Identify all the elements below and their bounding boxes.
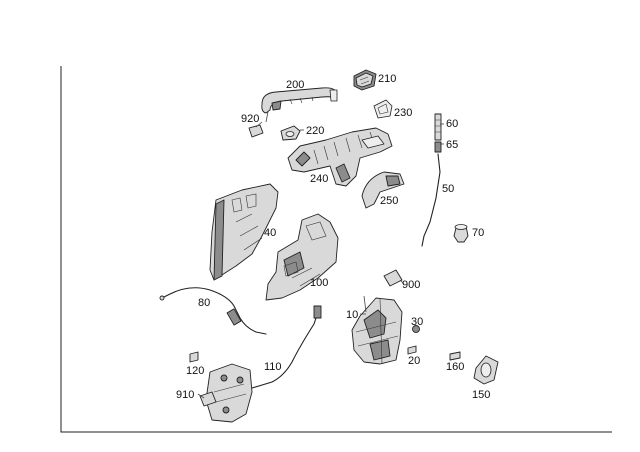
arm-250[interactable]	[361, 171, 405, 209]
label-60: 60	[446, 118, 458, 130]
pad-900[interactable]	[383, 269, 403, 287]
label-10: 10	[346, 309, 358, 321]
lock-cap-210[interactable]	[353, 69, 377, 91]
label-30: 30	[411, 316, 423, 328]
pad-920[interactable]	[248, 124, 264, 138]
grommet-70[interactable]	[453, 224, 469, 243]
label-110: 110	[264, 361, 282, 373]
screw-160[interactable]	[449, 351, 461, 361]
gasket-230[interactable]	[373, 99, 393, 119]
label-65: 65	[446, 139, 458, 151]
outer-handle-200[interactable]	[261, 87, 338, 123]
label-210: 210	[378, 73, 396, 85]
label-150: 150	[472, 389, 490, 401]
label-240: 240	[310, 173, 328, 185]
gasket-220[interactable]	[280, 125, 301, 141]
control-module[interactable]	[205, 363, 253, 423]
label-80: 80	[198, 297, 210, 309]
striker-150[interactable]	[473, 355, 499, 385]
pad-910[interactable]	[199, 391, 217, 407]
bolt-120[interactable]	[189, 351, 199, 363]
leader-lines	[197, 121, 444, 399]
label-50: 50	[442, 183, 454, 195]
screw-30[interactable]	[412, 325, 420, 333]
diagram-frame	[60, 66, 612, 433]
rod-60[interactable]	[434, 113, 442, 141]
label-200: 200	[286, 79, 304, 91]
label-20: 20	[408, 355, 420, 367]
label-160: 160	[446, 361, 464, 373]
label-920: 920	[241, 113, 259, 125]
label-230: 230	[394, 107, 412, 119]
cable-80[interactable]	[159, 287, 267, 335]
label-120: 120	[186, 365, 204, 377]
label-220: 220	[306, 125, 324, 137]
label-250: 250	[380, 195, 398, 207]
clip-65[interactable]	[434, 141, 442, 153]
label-70: 70	[472, 227, 484, 239]
screw-20[interactable]	[407, 345, 417, 355]
label-100: 100	[310, 277, 328, 289]
label-900: 900	[402, 279, 420, 291]
module-panel-40[interactable]	[209, 183, 279, 281]
label-40: 40	[264, 227, 276, 239]
part-labels: 200 210 230 920 220 60 65 240 50 250 70 …	[176, 73, 490, 401]
link-rod-50[interactable]	[421, 153, 441, 247]
cable-110[interactable]	[251, 305, 322, 389]
door-lock-10[interactable]	[351, 295, 403, 365]
handle-carrier-240[interactable]	[287, 127, 393, 187]
label-910: 910	[176, 389, 194, 401]
latch-carrier-100[interactable]	[265, 213, 339, 301]
